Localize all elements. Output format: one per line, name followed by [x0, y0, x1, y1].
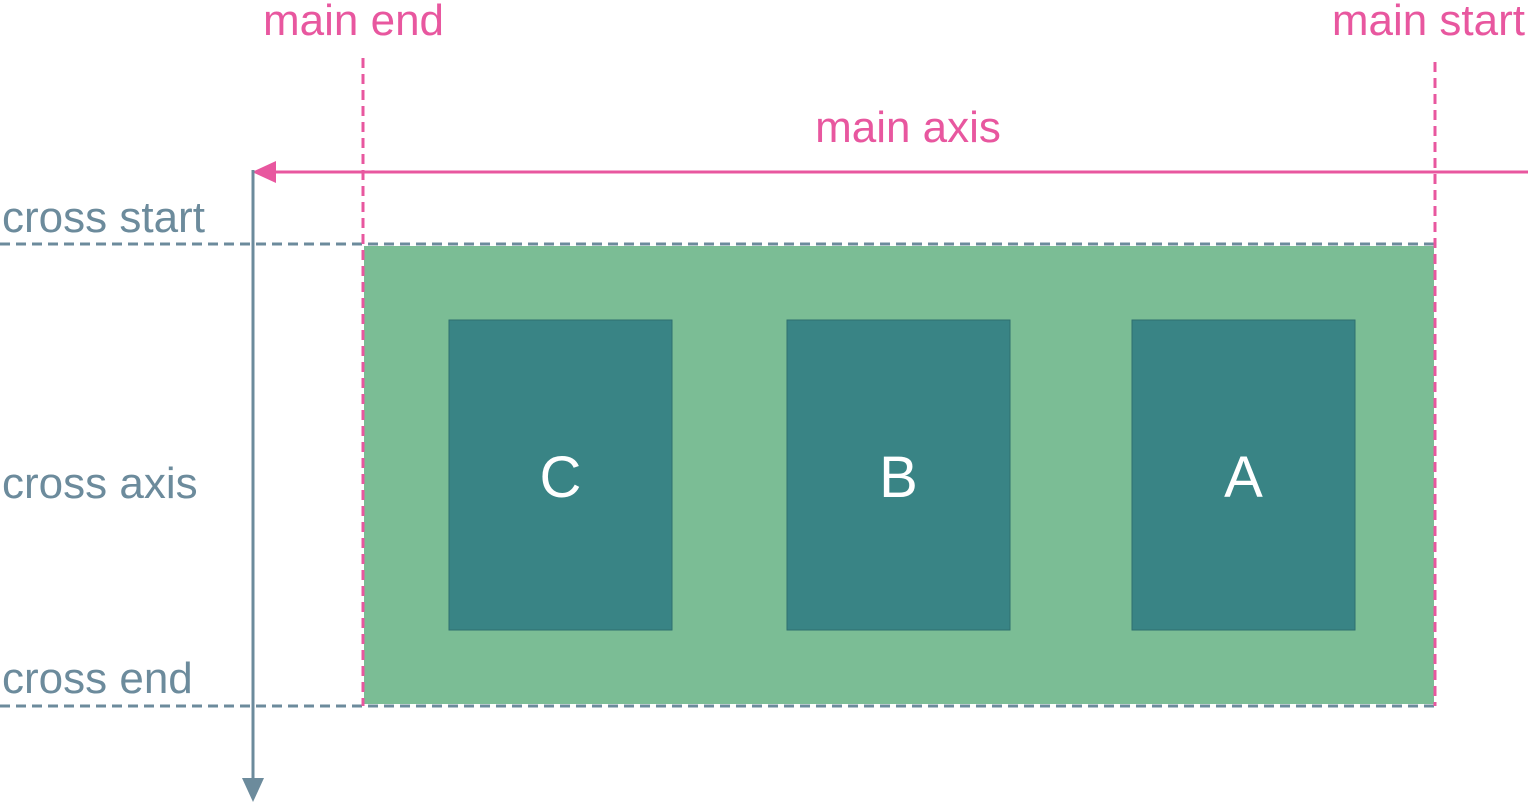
- flex-item-label: C: [540, 445, 582, 510]
- flex-item-box: [448, 319, 673, 631]
- flex-item-label: A: [1224, 445, 1263, 510]
- main-axis-arrow: [252, 161, 1528, 183]
- flex-item-b: B: [786, 319, 1011, 631]
- flex-item-c: C: [448, 319, 673, 631]
- main-end-label: main end: [263, 0, 444, 45]
- cross-axis-arrowhead: [242, 778, 264, 802]
- cross-end-label: cross end: [2, 654, 193, 703]
- cross-start-label: cross start: [2, 193, 205, 242]
- main-start-label: main start: [1332, 0, 1525, 45]
- cross-axis-label: cross axis: [2, 459, 198, 508]
- flex-item-a: A: [1131, 319, 1356, 631]
- main-axis-label: main axis: [815, 103, 1001, 152]
- flex-item-label: B: [879, 445, 918, 510]
- cross-axis-arrow: [242, 170, 264, 802]
- main-axis-arrowhead: [252, 161, 276, 183]
- flex-item-box: [786, 319, 1011, 631]
- flex-item-box: [1131, 319, 1356, 631]
